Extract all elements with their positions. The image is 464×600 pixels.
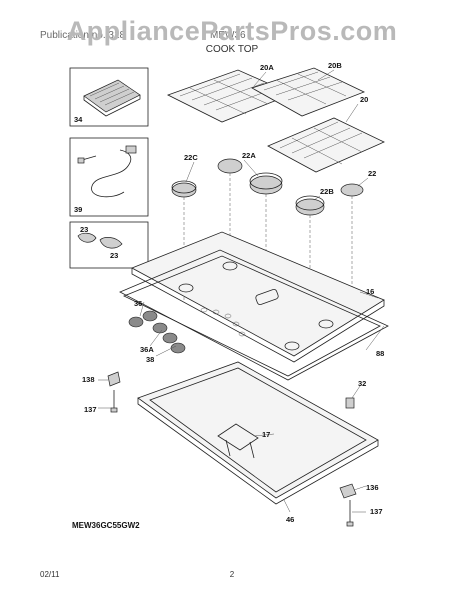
inset-box-23[interactable] <box>69 221 149 269</box>
bracket-136[interactable] <box>339 483 357 499</box>
knob-group[interactable] <box>128 310 186 354</box>
callout-22B: 22B <box>320 187 334 196</box>
callout-137: 137 <box>84 405 97 414</box>
callout-36: 36 <box>134 299 142 308</box>
callout-39: 39 <box>74 205 82 214</box>
publication-date: 02/11 <box>40 570 60 579</box>
callout-17: 17 <box>262 430 270 439</box>
callout-20A: 20A <box>260 63 274 72</box>
screw-137[interactable] <box>110 390 118 413</box>
burner-cap-22C[interactable] <box>171 180 197 198</box>
model-number: MEW36GC55GW2 <box>72 521 140 530</box>
grate-20[interactable] <box>267 117 385 173</box>
callout-36A: 36A <box>140 345 154 354</box>
callout-22C: 22C <box>184 153 198 162</box>
callout-38: 38 <box>146 355 154 364</box>
clip-32[interactable] <box>345 397 355 409</box>
burner-box-46[interactable] <box>137 361 379 505</box>
callout-22: 22 <box>368 169 376 178</box>
section-header-right: MEW36 <box>210 30 246 41</box>
page-number: 2 <box>229 570 235 579</box>
callout-138: 138 <box>82 375 95 384</box>
callout-34: 34 <box>74 115 83 124</box>
grate-20B[interactable] <box>251 67 366 117</box>
callout-136: 136 <box>366 483 379 492</box>
callout-137b: 137 <box>370 507 383 516</box>
inset-box-34[interactable] <box>69 67 149 127</box>
burner-cap-22[interactable] <box>340 183 364 197</box>
cooktop-16[interactable] <box>131 231 385 363</box>
section-header-left: Publication no. 318 <box>40 30 126 41</box>
bracket-138[interactable] <box>107 371 121 387</box>
burner-cap-22B[interactable] <box>295 195 325 216</box>
callout-23-bottom: 23 <box>110 251 118 260</box>
callout-22A: 22A <box>242 151 256 160</box>
burner-cap-22A-large[interactable] <box>249 172 283 195</box>
callout-20: 20 <box>360 95 368 104</box>
callout-20B: 20B <box>328 61 342 70</box>
callout-46: 46 <box>286 515 294 524</box>
gasket-88[interactable] <box>119 249 389 381</box>
watermark: AppliancePartsPros.com <box>66 16 398 46</box>
screw-137b[interactable] <box>346 500 354 527</box>
page-title: COOK TOP <box>205 44 259 55</box>
callout-88: 88 <box>376 349 384 358</box>
callout-32: 32 <box>358 379 366 388</box>
callout-16: 16 <box>366 287 374 296</box>
inset-box-39[interactable] <box>69 137 149 217</box>
burner-cap-22A-small[interactable] <box>217 158 243 174</box>
callout-23-top: 23 <box>80 225 88 234</box>
